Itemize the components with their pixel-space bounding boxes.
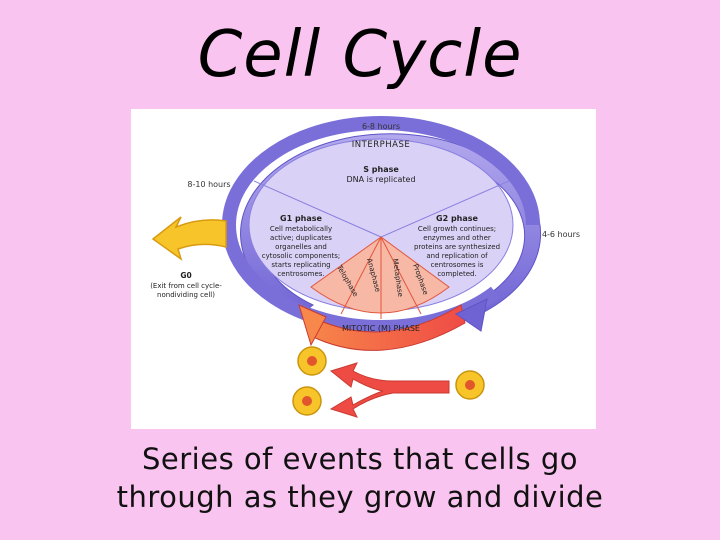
- g2-line-2: enzymes and other: [423, 234, 491, 242]
- g1-line-4: cytosolic components;: [262, 252, 341, 260]
- cell-cycle-svg: 6-8 hours INTERPHASE 8-10 hours 4-6 hour…: [150, 116, 580, 418]
- slide-title: Cell Cycle: [197, 18, 523, 92]
- g1-line-5: starts replicating: [271, 261, 330, 269]
- s-phase-title: S phase: [363, 165, 399, 174]
- fan-line-3: [380, 236, 422, 315]
- g2-title: G2 phase: [436, 214, 479, 223]
- g2-line-4: and replication of: [426, 252, 488, 260]
- time-g2: 4-6 hours: [542, 230, 580, 239]
- g1-line-6: centrosomes.: [277, 270, 324, 278]
- g0-line-2: nondividing cell): [157, 291, 215, 299]
- g0-exit-arrow: [151, 216, 227, 261]
- interphase-label: INTERPHASE: [352, 140, 410, 150]
- time-g1: 8-10 hours: [187, 180, 230, 189]
- divider-g1-s: [253, 180, 382, 238]
- ring-arrowhead: [455, 298, 488, 332]
- g2-line-6: completed.: [437, 270, 476, 278]
- cell-bottom-left: [292, 386, 322, 416]
- mitosis-fan: [310, 236, 450, 314]
- g0-title: G0: [180, 271, 191, 280]
- mitotic-label: MITOTIC (M) PHASE: [342, 324, 420, 333]
- cell-right: [455, 370, 485, 400]
- g1-line-1: Cell metabolically: [270, 225, 332, 233]
- ring-outline: [222, 116, 540, 334]
- cell-top-left: [297, 346, 327, 376]
- time-interphase: 6-8 hours: [362, 122, 400, 131]
- g1-line-2: active; duplicates: [270, 234, 332, 242]
- g0-line-1: (Exit from cell cycle-: [150, 282, 222, 290]
- divider-s-g2: [380, 180, 510, 238]
- caption-line-2: through as they grow and divide: [116, 480, 604, 514]
- s-phase-desc: DNA is replicated: [346, 175, 415, 184]
- division-arrow: [329, 362, 450, 418]
- g2-line-1: Cell growth continues;: [418, 225, 496, 233]
- g2-line-5: centrosomes is: [431, 261, 484, 269]
- g1-line-3: organelles and: [275, 243, 327, 251]
- mitotic-arrowhead: [298, 304, 327, 347]
- g1-title: G1 phase: [280, 214, 323, 223]
- fan-line-1: [340, 236, 382, 315]
- g2-line-3: proteins are synthesized: [414, 243, 500, 251]
- slide-caption: Series of events that cells go through a…: [0, 440, 720, 516]
- cell-cycle-diagram: 6-8 hours INTERPHASE 8-10 hours 4-6 hour…: [131, 109, 596, 429]
- caption-line-1: Series of events that cells go: [142, 442, 578, 476]
